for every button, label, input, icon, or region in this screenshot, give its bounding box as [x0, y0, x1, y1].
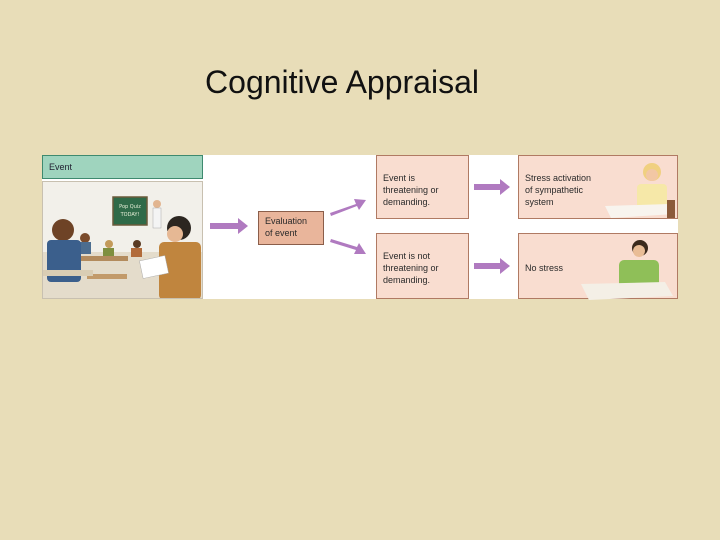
appraisal-diagram: Event Pop Quiz TODAY!	[42, 155, 678, 300]
stress-activation-text: Stress activation of sympathetic system	[525, 173, 592, 207]
evaluation-box: Evaluation of event	[258, 211, 324, 245]
event-header: Event	[42, 155, 203, 179]
stress-activation-box: Stress activation of sympathetic system	[518, 155, 678, 219]
stressed-student-illustration	[605, 163, 675, 218]
no-stress-text: No stress	[525, 263, 564, 273]
arrow-to-stress	[474, 179, 510, 195]
slide-title: Cognitive Appraisal	[205, 64, 479, 100]
threatening-box: Event is threatening or demanding.	[376, 155, 469, 219]
classroom-illustration: Pop Quiz TODAY!	[42, 181, 203, 299]
chalkboard-text-2: TODAY!	[120, 212, 140, 218]
calm-student-illustration	[581, 240, 673, 300]
no-stress-box: No stress	[518, 233, 678, 300]
arrow-to-no-stress	[474, 258, 510, 274]
arrow-to-no-threat	[330, 239, 366, 254]
arrow-to-evaluation	[210, 218, 248, 234]
flow-arrows	[210, 179, 510, 274]
classroom-scene: Pop Quiz TODAY!	[43, 182, 202, 298]
arrow-to-threat	[330, 199, 366, 216]
chalkboard	[112, 196, 148, 226]
not-threatening-box: Event is not threatening or demanding.	[376, 233, 469, 299]
chalkboard-text-1: Pop Quiz	[119, 204, 141, 210]
